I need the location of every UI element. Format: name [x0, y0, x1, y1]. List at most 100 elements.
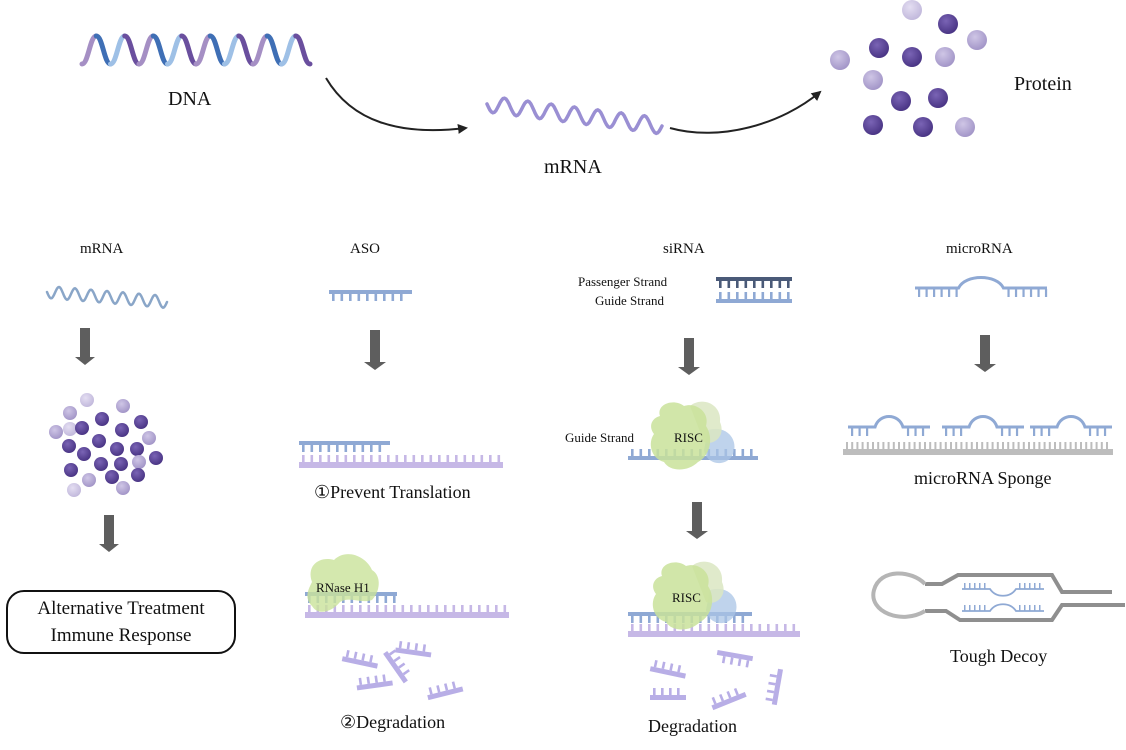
decoy-microrna-base	[1019, 605, 1021, 611]
microrna-base	[1029, 289, 1033, 297]
aso-base	[319, 445, 322, 452]
protein-dark-dot	[114, 457, 128, 471]
fragment-backbone	[383, 650, 408, 684]
protein-light-dot	[49, 425, 63, 439]
decoy-microrna-base	[1034, 583, 1036, 589]
degraded-fragments-icon	[341, 640, 464, 701]
bound-microrna-base	[866, 428, 869, 436]
decoy-microrna-base	[1029, 583, 1031, 589]
fragment-backbone	[427, 686, 464, 701]
helix-segment	[179, 33, 199, 67]
protein-light-dot	[63, 406, 77, 420]
risc-complex-bound-icon	[628, 561, 800, 637]
target-mrna-base	[767, 624, 770, 631]
fragment-base	[366, 676, 371, 684]
passenger-strand-label: Passenger Strand	[578, 274, 668, 289]
helix-segment	[165, 33, 185, 67]
target-mrna-base	[707, 624, 711, 631]
target-mrna-base	[463, 455, 467, 462]
target-mrna-base	[350, 605, 354, 612]
bound-microrna-base	[851, 428, 854, 436]
protein-dark-dot	[131, 468, 145, 482]
aso-base	[353, 445, 356, 452]
sponge-base	[981, 442, 984, 449]
microrna-sponge-icon	[843, 415, 1113, 455]
sponge-base	[1043, 442, 1046, 449]
target-mrna-base	[724, 624, 728, 631]
target-mrna-base	[733, 624, 736, 631]
dna-helix-icon	[79, 33, 313, 67]
bound-microrna-backbone	[1030, 415, 1112, 429]
target-mrna-base	[631, 624, 634, 631]
fragment-base	[402, 669, 410, 676]
target-mrna-base	[775, 624, 779, 631]
protein-label: Protein	[1014, 73, 1072, 95]
target-mrna-base	[639, 624, 643, 631]
target-mrna-base	[478, 605, 481, 612]
guide-strand-label: Guide Strand	[595, 293, 664, 308]
fragment	[649, 659, 686, 679]
fragment-base	[422, 644, 427, 652]
sponge-base	[1106, 442, 1108, 449]
translation-arrow	[669, 90, 822, 134]
fragment-base	[669, 663, 674, 671]
guide-strand-base	[741, 616, 745, 623]
fragment-backbone	[649, 666, 686, 679]
helix-segment	[93, 33, 113, 67]
helix-segment	[150, 33, 170, 67]
fragment-base	[345, 649, 350, 658]
decoy-microrna-base	[1034, 605, 1036, 611]
sponge-base	[908, 442, 911, 449]
fragment-backbone	[341, 656, 378, 669]
helix-segment	[193, 33, 213, 67]
sponge-base	[1059, 442, 1062, 449]
helix-segment	[207, 33, 227, 67]
bound-microrna-base	[1096, 428, 1099, 436]
target-mrna-base	[480, 455, 484, 462]
aso-base	[349, 294, 352, 301]
protein-light-dot	[955, 117, 975, 137]
protein-light-dot	[967, 30, 987, 50]
sponge-base	[950, 442, 952, 449]
aso-base	[383, 294, 386, 301]
fragment-backbone	[771, 668, 784, 706]
target-mrna-base	[690, 624, 694, 631]
sponge-base	[924, 442, 926, 449]
sponge-base	[1012, 442, 1015, 449]
fragment-base	[398, 662, 406, 669]
fragment-base	[398, 640, 403, 649]
target-mrna-base	[461, 605, 464, 612]
result-box: Alternative Treatment Immune Response	[6, 590, 236, 654]
sponge-base	[1095, 442, 1098, 449]
protein-dark-dot	[134, 415, 148, 429]
risc-main-subunit	[650, 402, 711, 470]
sponge-base	[856, 442, 859, 449]
sponge-base	[1007, 442, 1010, 449]
sponge-base	[1085, 442, 1088, 449]
sponge-base	[965, 442, 968, 449]
helix-segment	[293, 33, 313, 67]
passenger-strand-base	[778, 281, 782, 288]
decoy-microrna-base	[969, 583, 971, 589]
bound-microrna-base	[1040, 428, 1043, 436]
fragment	[395, 640, 432, 658]
sponge-base	[1017, 442, 1020, 449]
target-mrna-base	[497, 455, 501, 462]
target-mrna-base	[302, 455, 305, 462]
fragment	[356, 674, 393, 691]
microrna-base	[948, 289, 951, 297]
target-mrna-base	[308, 605, 311, 612]
fragment-base	[653, 659, 658, 668]
passenger-strand-backbone	[716, 277, 792, 281]
sponge-base	[898, 442, 900, 449]
decoy-microrna-base	[984, 605, 986, 611]
decoy-microrna-base	[1029, 605, 1031, 611]
fragment-backbone	[356, 680, 393, 691]
target-mrna-base	[367, 605, 371, 612]
protein-light-dot	[82, 473, 96, 487]
guide-strand-backbone	[716, 299, 792, 303]
decoy-loop	[871, 571, 927, 619]
fragment-base	[661, 688, 664, 695]
sponge-base	[991, 442, 994, 449]
target-mrna-base	[327, 455, 331, 462]
